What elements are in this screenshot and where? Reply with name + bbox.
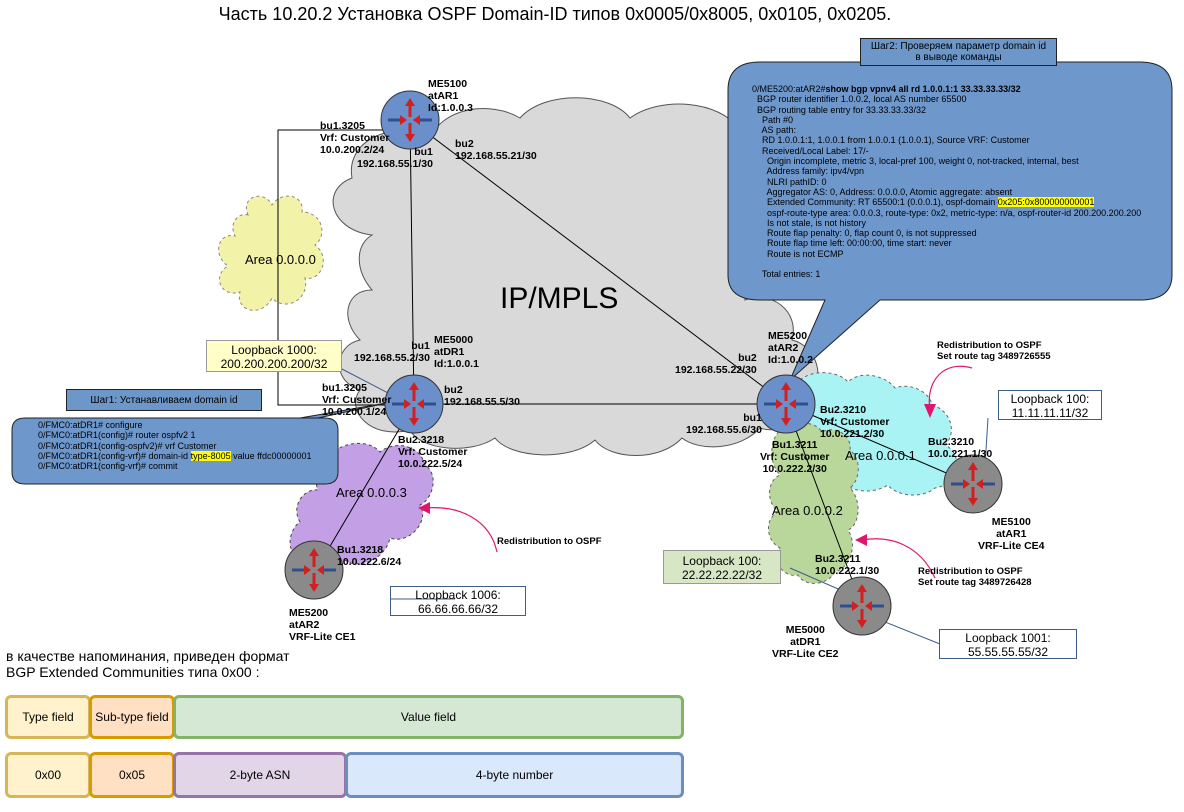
if-ar2-bu13211: Bu1.3211 Vrf: Customer 10.0.222.2/30 [760, 439, 830, 475]
step1-title: Шаг1: Устанавливаем domain id [66, 389, 262, 411]
cell-4-byte-number: 4-byte number [345, 752, 684, 798]
router-label-atar1: ME5100 atAR1 Id:1.0.0.3 [428, 78, 473, 114]
cli-line: 0/FMC0:atDR1(config-vrf)# domain-id type… [38, 450, 312, 461]
cli-line: Total entries: 1 [752, 269, 821, 280]
cell-type-0x00: 0x00 [5, 752, 91, 798]
cell-subtype-0x05: 0x05 [89, 752, 175, 798]
if-ar1-bu2: bu2 192.168.55.21/30 [455, 138, 537, 162]
cli-line: Path #0 [752, 114, 794, 125]
if-dr1-bu2: bu2 192.168.55.5/30 [444, 384, 520, 408]
redistribution-ce1: Redistribution to OSPF [497, 536, 602, 547]
area-0-cloud [218, 195, 324, 311]
router-label-ce1: ME5200 atAR2 VRF-Lite CE1 [289, 607, 356, 643]
cli-line: BGP router identifier 1.0.0.2, local AS … [752, 94, 967, 105]
cli-line: RD 1.0.0.1:1, 1.0.0.1 from 1.0.0.1 (1.0.… [752, 135, 1030, 146]
field-type: Type field [5, 695, 91, 739]
cli-line: Address family: ipv4/vpn [752, 166, 865, 177]
cli-line: NLRI pathID: 0 [752, 176, 827, 187]
if-ce1-bu13218: Bu1.3218 10.0.222.6/24 [337, 544, 402, 568]
router-label-atar2: ME5200 atAR2 Id:1.0.0.2 [768, 330, 813, 366]
router-label-ce4: ME5100 atAR1 VRF-Lite CE4 [978, 516, 1045, 552]
if-dr1-bu13205: bu1.3205 Vrf: Customer 10.0.200.1/24 [322, 382, 392, 418]
step2-bubble [727, 61, 1173, 381]
loopback-100-ce4: Loopback 100: 11.11.11.11/32 [998, 390, 1102, 420]
router-ce4 [943, 454, 1003, 514]
ip-mpls-label: IP/MPLS [500, 282, 619, 315]
ip-mpls-cloud [332, 97, 819, 456]
area-2-label: Area 0.0.0.2 [772, 503, 843, 518]
router-ce2 [832, 576, 892, 636]
reminder-text: в качестве напоминания, приведен формат … [6, 648, 290, 680]
cli-line: 0/FMC0:atDR1(config-ospfv2)# vrf Custome… [38, 440, 217, 451]
cli-line: Extended Community: RT 65500:1 (0.0.0.1)… [752, 197, 1095, 208]
if-dr1-bu1: bu1 192.168.55.2/30 [354, 340, 430, 364]
ospf-domain-highlight: 0x205:0x800000000001 [997, 197, 1095, 208]
router-atar2 [756, 374, 816, 434]
router-label-atdr1: ME5000 atDR1 Id:1.0.0.1 [434, 334, 479, 370]
cli-line: 0/FMC0:atDR1(config-vrf)# commit [38, 461, 178, 472]
if-ce4-bu23210: Bu2.3210 10.0.221.1/30 [928, 436, 993, 460]
cli-line: BGP routing table entry for 33.33.33.33/… [752, 104, 926, 115]
link-dr1-ce1 [315, 403, 415, 571]
loopback-100-ce2: Loopback 100: 22.22.22.22/32 [663, 550, 781, 584]
area-0-label: Area 0.0.0.0 [245, 252, 316, 267]
if-dr1-bu23218: Bu2.3218 Vrf: Customer 10.0.222.5/24 [398, 434, 468, 470]
loopback-1006: Loopback 1006: 66.66.66.66/32 [390, 586, 526, 616]
cli-command-line: 0/ME5200:atAR2#show bgp vpnv4 all rd 1.0… [752, 84, 1021, 94]
redistribution-ce4: Redistribution to OSPF Set route tag 348… [937, 340, 1051, 362]
step2-title: Шаг2: Проверяем параметр domain id в выв… [860, 38, 1057, 66]
link-ar2-ce4 [785, 403, 973, 485]
if-ar2-bu23210: Bu2.3210 Vrf: Customer 10.0.221.2/30 [820, 404, 890, 440]
router-atar1 [380, 90, 440, 150]
link-ar1-ar2 [409, 119, 787, 405]
cli-line: 0/FMC0:atDR1# configure [38, 420, 143, 430]
cli-line: Origin incomplete, metric 3, local-pref … [752, 156, 1079, 167]
router-label-ce2: ME5000 atDR1 VRF-Lite CE2 [772, 624, 839, 660]
if-ar2-bu2: bu2 192.168.55.22/30 [675, 352, 757, 376]
cli-line: Is not stale, is not history [752, 217, 867, 228]
cli-line: ospf-route-type area: 0.0.0.3, route-typ… [752, 207, 1142, 218]
router-atdr1 [384, 374, 444, 434]
area-1-label: Area 0.0.0.1 [845, 448, 916, 463]
cli-line: Route is not ECMP [752, 248, 844, 259]
step2-cli: 0/ME5200:atAR2#show bgp vpnv4 all rd 1.0… [752, 84, 1141, 280]
step1-bubble [11, 401, 393, 485]
domain-id-type-highlight: type-8005 [190, 450, 231, 461]
loopback-1001: Loopback 1001: 55.55.55.55/32 [939, 629, 1077, 659]
router-ce1 [284, 540, 344, 600]
link-ar2-ce2 [785, 403, 863, 607]
if-ar1-bu13205: bu1.3205 Vrf: Customer 10.0.200.2/24 [320, 120, 390, 156]
area-2-cloud [768, 422, 859, 584]
cli-line: Route flap time left: 00:00:00, time sta… [752, 238, 952, 249]
cli-line: 0/FMC0:atDR1(config)# router ospfv2 1 [38, 430, 196, 441]
if-ar2-bu1: bu1 192.168.55.6/30 [686, 412, 762, 436]
page-title: Часть 10.20.2 Установка OSPF Domain-ID т… [218, 4, 892, 24]
redistribution-ce2: Redistribution to OSPF Set route tag 348… [918, 566, 1032, 588]
link-ar1-dr1 [409, 119, 415, 405]
cli-line [752, 259, 1141, 269]
link-vrf-ar1-dr1 [277, 129, 393, 406]
area-3-label: Area 0.0.0.3 [336, 485, 407, 500]
cli-line: AS path: [752, 125, 797, 136]
cli-line: Received/Local Label: 17/- [752, 145, 869, 156]
field-subtype: Sub-type field [89, 695, 175, 739]
field-value: Value field [173, 695, 684, 739]
if-ce2-bu23211: Bu2.3211 10.0.222.1/30 [815, 553, 880, 577]
cli-line: Route flap penalty: 0, flap count 0, is … [752, 228, 977, 239]
cli-line: Aggregator AS: 0, Address: 0.0.0.0, Atom… [752, 186, 1013, 197]
loopback-1000: Loopback 1000: 200.200.200.200/32 [206, 340, 342, 372]
if-ar1-bu1: bu1 192.168.55.1/30 [357, 146, 433, 170]
cell-2-byte-asn: 2-byte ASN [173, 752, 347, 798]
